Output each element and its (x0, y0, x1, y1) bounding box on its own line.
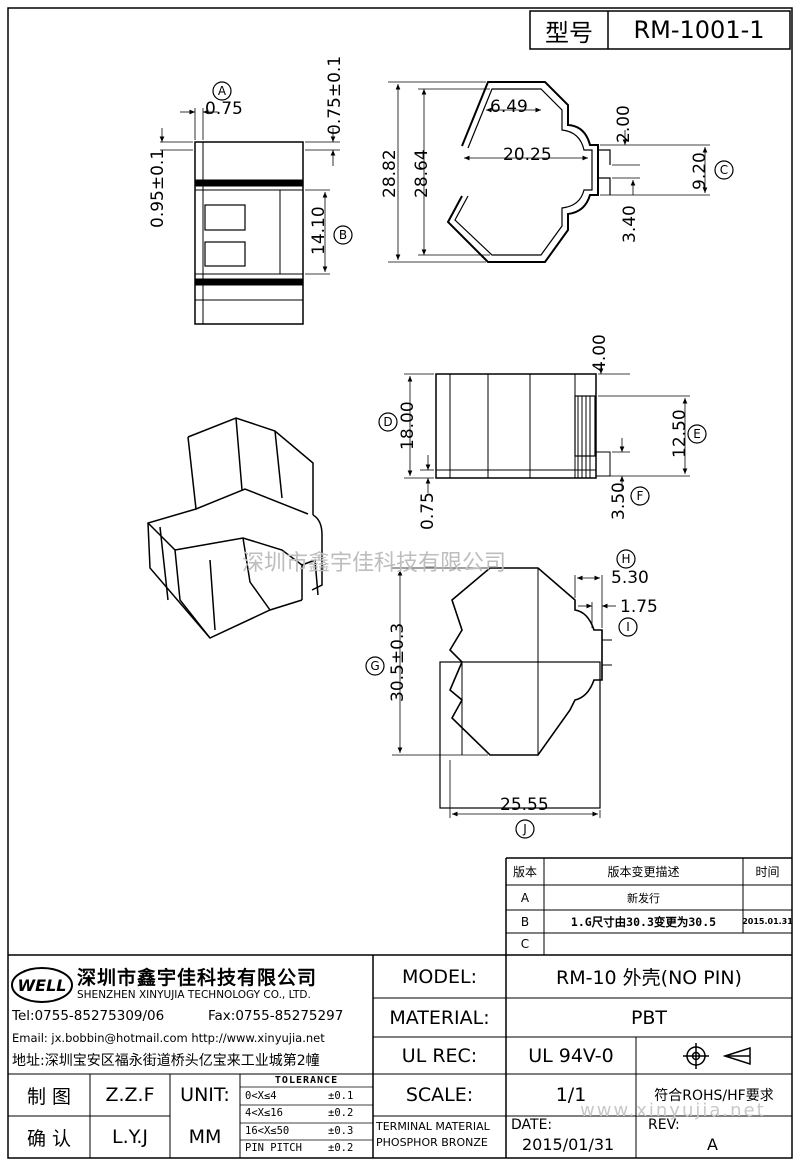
isometric-view (147, 417, 323, 639)
callout-c: C (719, 163, 729, 177)
callout-i: I (626, 620, 630, 634)
tolerance-title: TOLERANCE (274, 1075, 339, 1086)
side-view (159, 108, 340, 325)
tb-check-label: 确 认 (26, 1127, 72, 1150)
rev-row-a-desc: 新发行 (627, 891, 660, 905)
dim-1-75: 1.75 (620, 597, 658, 617)
rev-header-desc: 版本变更描述 (607, 865, 680, 879)
tb-rev-label: REV: (648, 1117, 680, 1133)
tol-value-1: ±0.1 (328, 1090, 354, 1102)
tb-scale-value: 1/1 (555, 1084, 587, 1106)
tol-value-2: ±0.2 (328, 1107, 354, 1119)
tb-rohs: 符合ROHS/HF要求 (654, 1088, 774, 1104)
callout-d: D (383, 415, 393, 429)
tb-terminal-material: TERMINAL MATERIAL (376, 1120, 490, 1133)
tb-ulrec-value: UL 94V-0 (528, 1044, 614, 1067)
callout-e: E (693, 427, 701, 441)
tb-material-value: PBT (630, 1006, 668, 1029)
title-block-lines (8, 10, 792, 1158)
callout-circles (212, 81, 734, 839)
dim-4-00: 4.00 (590, 334, 610, 372)
projection-symbol-icon (683, 1043, 751, 1069)
dim-3-50: 3.50 (609, 482, 629, 520)
tb-model-label: MODEL: (402, 965, 477, 988)
rev-header-date: 时间 (755, 865, 780, 879)
company-fax: Fax:0755-85275297 (208, 1008, 344, 1024)
tb-material-label: MATERIAL: (389, 1006, 490, 1029)
dim-5-30: 5.30 (611, 568, 649, 588)
tb-unit-value: MM (188, 1126, 222, 1148)
company-logo: WELL (11, 967, 73, 1003)
dim-0-75-b: 0.75 (418, 492, 438, 530)
callout-j: J (523, 822, 527, 836)
callout-g: G (370, 659, 380, 673)
company-email: Email: jx.bobbin@hotmail.com http://www.… (12, 1031, 325, 1045)
tb-date-value: 2015/01/31 (522, 1135, 615, 1154)
sheet-border (7, 7, 793, 1159)
model-label: 型号 (545, 18, 593, 47)
front-view (404, 362, 690, 493)
tol-range-2: 4<X≤16 (245, 1107, 283, 1119)
company-name-en: SHENZHEN XINYUJIA TECHNOLOGY CO., LTD. (77, 989, 311, 1001)
dim-14-10: 14.10 (309, 206, 329, 255)
dim-28-82: 28.82 (380, 149, 400, 198)
company-tel: Tel:0755-85275309/06 (12, 1008, 165, 1024)
callout-a: A (217, 84, 227, 98)
tol-range-1: 0<X≤4 (245, 1090, 277, 1102)
rev-row-c-version: C (520, 937, 530, 951)
top-view (388, 81, 710, 263)
company-address: 地址:深圳宝安区福永街道桥头亿宝来工业城第2幢 (12, 1053, 320, 1069)
dim-9-20: 9.20 (690, 152, 710, 190)
tb-drawn-value: Z.Z.F (105, 1084, 155, 1106)
dim-3-40: 3.40 (620, 205, 640, 243)
company-name-cn: 深圳市鑫宇佳科技有限公司 (77, 967, 318, 989)
dim-30-5-tol: 30.5±0.3 (388, 622, 408, 702)
dim-0-95-tol: 0.95±0.1 (148, 148, 168, 228)
bottom-view (392, 567, 616, 818)
dim-28-64: 28.64 (412, 149, 432, 198)
tol-value-4: ±0.2 (328, 1142, 354, 1154)
watermark-company: 深圳市鑫宇佳科技有限公司 (242, 551, 507, 576)
dim-20-25: 20.25 (503, 145, 552, 165)
dim-6-49: 6.49 (490, 97, 528, 117)
tb-model-value: RM-10 外壳(NO PIN) (556, 967, 742, 989)
dim-2-00: 2.00 (614, 105, 634, 143)
rev-row-b-date: 2015.01.31 (742, 917, 793, 926)
tb-scale-label: SCALE: (405, 1084, 474, 1106)
tb-rev-value: A (707, 1135, 718, 1154)
tb-drawn-label: 制 图 (26, 1085, 72, 1108)
callout-b: B (338, 228, 348, 242)
tb-check-value: L.Y.J (111, 1126, 149, 1148)
tol-range-4: PIN PITCH (245, 1142, 302, 1154)
dim-25-55: 25.55 (500, 795, 549, 815)
tb-date-label: DATE: (511, 1117, 553, 1133)
dim-12-50: 12.50 (670, 409, 690, 458)
dim-0-75-a: 0.75 (205, 99, 243, 119)
tb-unit-label: UNIT: (180, 1084, 230, 1106)
dim-18-00: 18.00 (398, 401, 418, 450)
rev-row-b-version: B (520, 914, 530, 929)
rev-header-version: 版本 (512, 865, 537, 879)
model-number: RM-1001-1 (633, 16, 765, 44)
rev-row-b-desc: 1.G尺寸由30.3变更为30.5 (570, 914, 717, 929)
tol-value-3: ±0.3 (328, 1125, 354, 1137)
watermark-url: www.xinyujia.net (580, 1100, 766, 1121)
callout-h: H (621, 552, 631, 566)
rev-row-a-version: A (520, 890, 530, 905)
tb-phosphor: PHOSPHOR BRONZE (376, 1136, 488, 1149)
tol-range-3: 16<X≤50 (245, 1125, 290, 1137)
tb-ulrec-label: UL REC: (401, 1044, 478, 1067)
dim-0-75-tol: 0.75±0.1 (325, 55, 345, 135)
svg-text:WELL: WELL (18, 976, 67, 995)
callout-f: F (636, 489, 644, 503)
